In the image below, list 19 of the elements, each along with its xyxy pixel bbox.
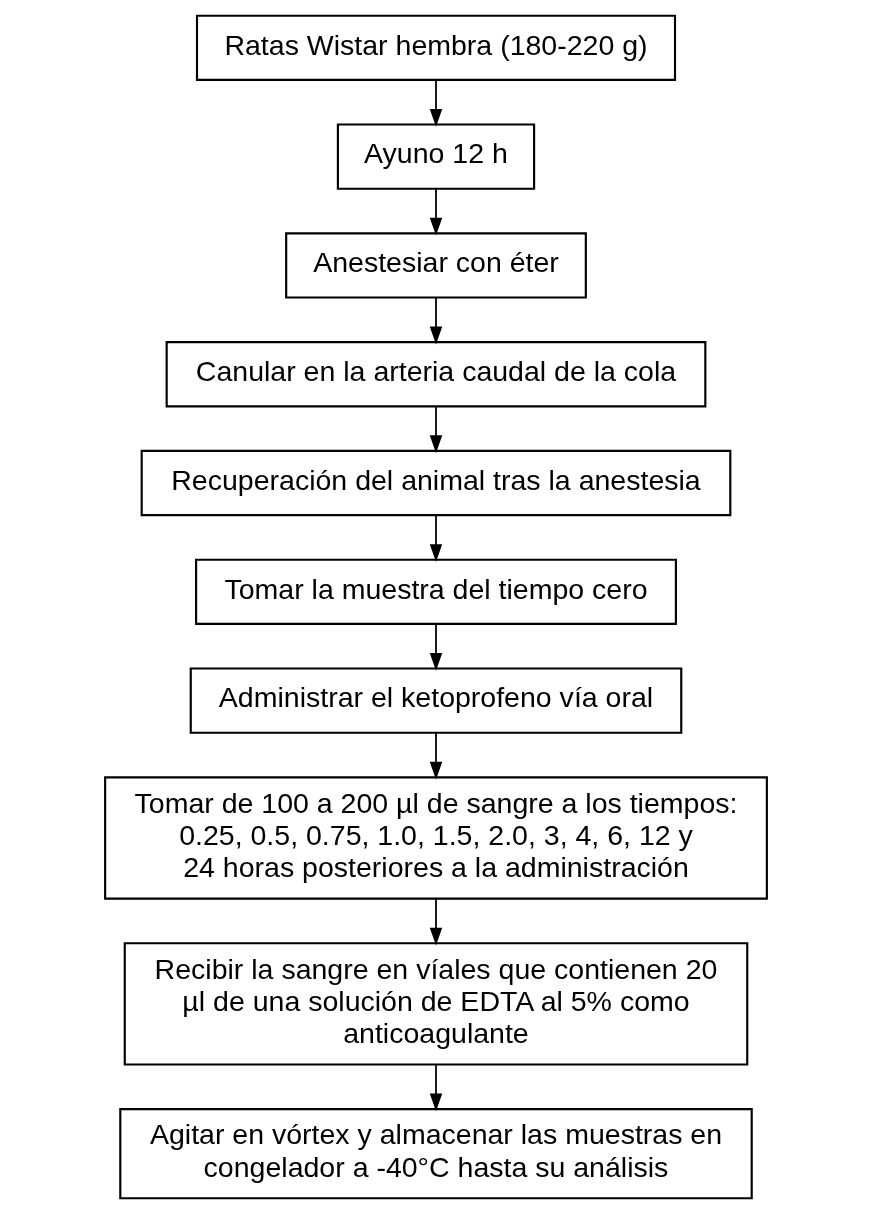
node-box: Anestesiar con éter (285, 232, 587, 299)
node-box: Tomar de 100 a 200 µl de sangre a los tiempos: 0.25, 0.5, 0.75, 1.0, 1.5, 2.0, 3, 4, 6, 12 y 24 horas posteriores a la administración (104, 776, 768, 900)
arrow (429, 296, 443, 345)
arrow (429, 623, 443, 671)
node-box: Ayuno 12 h (336, 123, 536, 190)
node-box: Recuperación del animal tras la anestesia (140, 449, 732, 517)
node-box: Canular en la arteria caudal de la cola (165, 341, 707, 408)
node-box: Ratas Wistar hembra (180-220 g) (195, 14, 677, 81)
arrow (429, 897, 443, 946)
arrow (429, 1064, 443, 1112)
node-box: Administrar el ketoprofeno vía oral (189, 667, 683, 734)
arrow (429, 187, 443, 236)
node-box: Recibir la sangre en víales que contienen 20 µl de una solución de EDTA al 5% como anticoagulante (123, 942, 749, 1066)
node-box: Tomar la muestra del tiempo cero (195, 558, 677, 625)
arrow (429, 731, 443, 780)
arrow (429, 405, 443, 454)
arrow (429, 79, 443, 127)
arrow (429, 514, 443, 562)
node-box: Agitar en vórtex y almacenar las muestras en congelador a -40°C hasta su análisis (119, 1108, 753, 1200)
